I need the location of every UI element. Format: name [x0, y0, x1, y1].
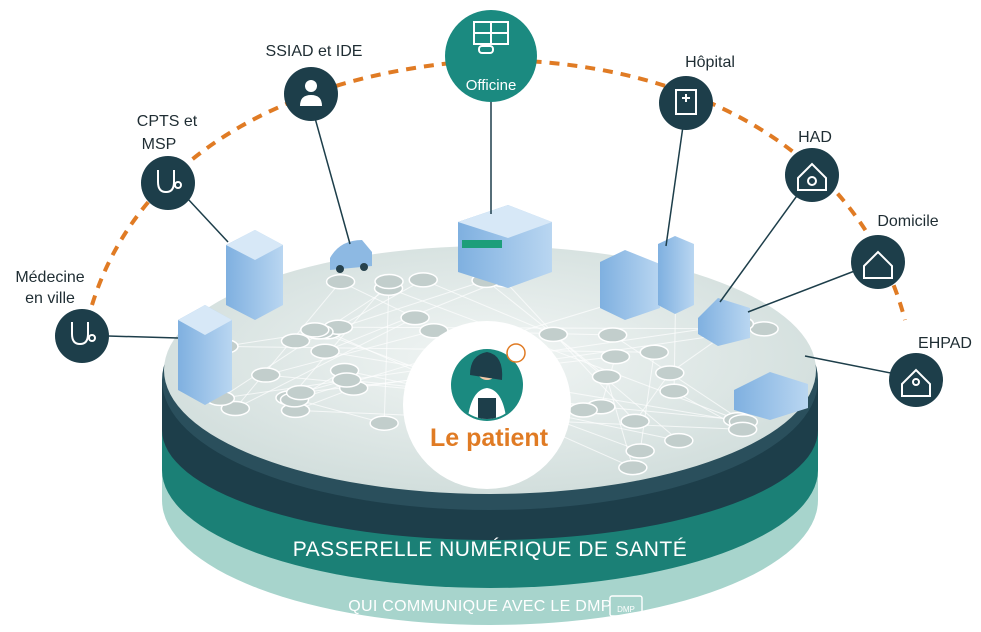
svg-text:DMP: DMP — [617, 605, 635, 614]
network-link — [423, 279, 554, 335]
network-node — [664, 432, 694, 449]
network-link — [340, 281, 416, 319]
hopital-label: Hôpital — [685, 54, 735, 71]
pharmacy-icon — [473, 21, 509, 54]
network-nodes-layer — [205, 271, 779, 476]
stethoscope-icon — [71, 322, 96, 346]
cpts-label-line2: MSP — [142, 136, 177, 153]
network-link — [503, 279, 636, 422]
network-node — [749, 321, 779, 337]
network-link — [383, 281, 390, 424]
network-node — [568, 402, 598, 418]
node-ssiad-ide[interactable]: SSIAD et IDE — [266, 43, 363, 121]
network-link — [265, 330, 434, 376]
network-node — [408, 272, 438, 288]
patient-center[interactable]: Le patient — [403, 321, 571, 489]
node-officine[interactable]: Officine — [445, 10, 537, 102]
elderly-home-icon — [901, 368, 931, 397]
ambulance-car — [330, 240, 372, 273]
network-node — [369, 415, 399, 431]
house-building — [698, 298, 750, 346]
network-node — [655, 365, 685, 381]
network-node — [310, 343, 340, 359]
medecine-label-line1: Médecine — [15, 269, 84, 286]
ssiad-label: SSIAD et IDE — [266, 43, 363, 60]
network-node — [331, 372, 362, 388]
network-node — [625, 443, 655, 459]
person-badge-icon — [506, 343, 526, 363]
network-node — [325, 273, 356, 290]
cpts-building — [226, 230, 283, 320]
network-node — [639, 344, 670, 361]
dmp-logo: DMP — [609, 595, 643, 617]
medecine-label-line2: en ville — [25, 290, 75, 307]
network-link — [235, 317, 416, 409]
node-had[interactable]: HAD — [785, 129, 839, 202]
node-medecine-en-ville[interactable]: Médecine en ville — [15, 269, 109, 363]
band-subtitle: QUI COMMUNIQUE AVEC LE DMP — [348, 598, 612, 615]
network-link — [338, 279, 424, 328]
network-node — [620, 413, 650, 430]
network-node — [618, 459, 648, 476]
node-ehpad[interactable]: EHPAD — [889, 335, 972, 407]
network-node — [250, 367, 281, 383]
officine-label: Officine — [466, 77, 517, 94]
ehpad-label: EHPAD — [918, 335, 972, 352]
network-node — [374, 273, 404, 290]
medecine-building — [178, 305, 232, 405]
hospital-icon — [675, 89, 697, 115]
network-link — [552, 334, 680, 441]
network-node — [300, 322, 330, 338]
network-node — [600, 348, 631, 365]
had-label: HAD — [798, 129, 832, 146]
network-link — [639, 352, 655, 452]
cpts-label-line1: CPTS et — [137, 113, 198, 130]
node-domicile[interactable]: Domicile — [851, 213, 939, 289]
network-node — [538, 326, 569, 343]
house-icon — [863, 250, 893, 279]
network-node — [400, 309, 430, 326]
node-hopital[interactable]: Hôpital — [659, 54, 735, 130]
network-node — [280, 333, 311, 349]
network-node — [659, 383, 689, 399]
pharmacy-building — [458, 205, 552, 288]
network-node — [220, 400, 251, 417]
node-cpts-msp[interactable]: CPTS et MSP — [137, 113, 198, 210]
ehpad-building — [734, 372, 808, 420]
network-node — [597, 327, 628, 343]
home-care-icon — [797, 162, 827, 191]
network-node — [285, 384, 316, 401]
stethoscope-icon — [157, 170, 182, 194]
hospital-building — [600, 236, 694, 320]
patient-avatar — [467, 352, 507, 419]
nurse-icon — [300, 80, 322, 106]
domicile-label: Domicile — [877, 213, 938, 230]
network-node — [591, 368, 622, 385]
platform-disc — [162, 246, 818, 625]
patient-label: Le patient — [430, 424, 549, 452]
network-link — [634, 372, 671, 422]
network-node — [727, 421, 758, 438]
band-title: PASSERELLE NUMÉRIQUE DE SANTÉ — [293, 538, 688, 561]
